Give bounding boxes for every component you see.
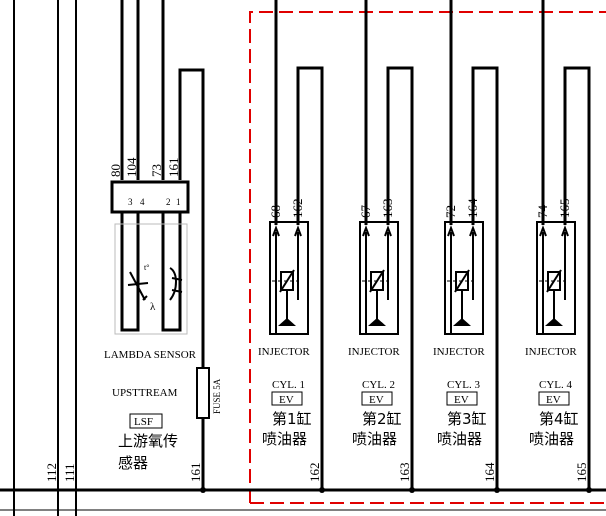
injector-label: INJECTOR (258, 346, 310, 358)
wire-label: 163 (380, 199, 395, 219)
sensor-code: LSF (134, 416, 153, 428)
svg-text:λ: λ (150, 301, 156, 313)
injector-label: INJECTOR (525, 346, 577, 358)
wire-label: 165 (557, 199, 572, 219)
cylinder-label: CYL. 1 (272, 379, 305, 391)
injector-code: EV (279, 394, 294, 406)
wire-label: 163 (397, 463, 412, 483)
lambda-sensor: 80 104 73 161 3 4 2 1 t° λ LAMBDA SENSOR… (104, 0, 205, 472)
wire-label-112: 112 (44, 463, 59, 482)
sensor-name-cn-1: 上游氧传 (118, 432, 178, 450)
injector-group-boundary (249, 11, 606, 503)
fuse-5a: FUSE 5A 161 (188, 367, 222, 493)
injector-name-cn: 第2缸 (362, 410, 402, 428)
sensor-position: UPSTTREAM (112, 387, 178, 399)
wire-label: 68 (268, 205, 283, 218)
sensor-name: LAMBDA SENSOR (104, 349, 197, 361)
svg-text:104: 104 (124, 157, 139, 177)
svg-text:1: 1 (176, 197, 181, 207)
injector-name-cn: 喷油器 (529, 430, 574, 448)
injector-label: INJECTOR (433, 346, 485, 358)
svg-text:161: 161 (188, 463, 203, 483)
svg-text:73: 73 (149, 164, 164, 177)
wire-label: 164 (465, 198, 480, 218)
injector-name-cn: 第3缸 (447, 410, 487, 428)
svg-text:4: 4 (140, 197, 145, 207)
injector-name-cn: 喷油器 (437, 430, 482, 448)
injector-name-cn: 第4缸 (539, 410, 579, 428)
injector-name-cn: 喷油器 (352, 430, 397, 448)
wire-label: 165 (574, 463, 589, 483)
injector-code: EV (369, 394, 384, 406)
svg-text:2: 2 (166, 197, 171, 207)
wire-label: 162 (290, 199, 305, 219)
svg-text:t°: t° (144, 263, 149, 272)
injector-code: EV (454, 394, 469, 406)
wire-label: 164 (482, 462, 497, 482)
injector-label: INJECTOR (348, 346, 400, 358)
injector-name-cn: 喷油器 (262, 430, 307, 448)
svg-text:3: 3 (128, 197, 133, 207)
injector-name-cn: 第1缸 (272, 410, 312, 428)
cylinder-label: CYL. 3 (447, 379, 481, 391)
svg-text:161: 161 (166, 158, 181, 178)
wire-label: 162 (307, 463, 322, 483)
cylinder-label: CYL. 4 (539, 379, 573, 391)
injector-code: EV (546, 394, 561, 406)
wire-label-111: 111 (62, 463, 77, 482)
wire-label: 74 (535, 205, 550, 219)
wire-label: 67 (358, 205, 373, 219)
svg-text:FUSE 5A: FUSE 5A (212, 378, 222, 414)
cylinder-label: CYL. 2 (362, 379, 395, 391)
wire-label: 72 (443, 205, 458, 218)
sensor-connector (110, 180, 190, 214)
svg-text:80: 80 (108, 164, 123, 177)
sensor-name-cn-2: 感器 (118, 454, 148, 472)
